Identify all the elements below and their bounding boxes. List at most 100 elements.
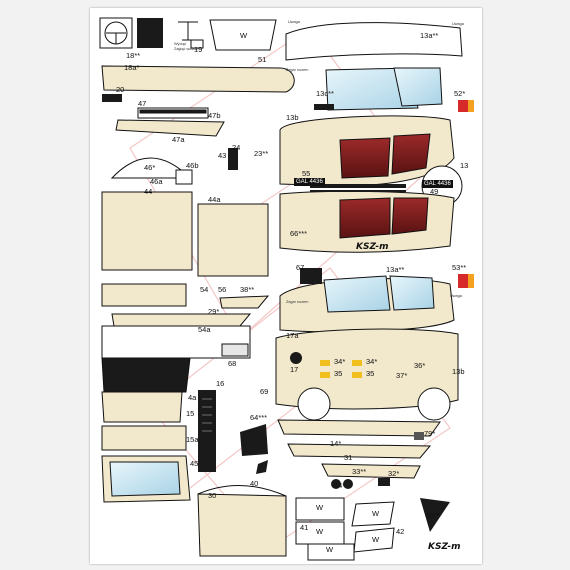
part-label: 17a: [286, 331, 299, 340]
part-label: 35: [334, 369, 343, 378]
part-label: 51: [258, 55, 267, 64]
part-label: 31: [344, 453, 353, 462]
part-label: 53**: [452, 263, 467, 272]
part-33-b: [343, 479, 353, 489]
interior-panel-2: [391, 133, 431, 175]
part-label: 68: [228, 359, 237, 368]
strip-14: [277, 419, 441, 437]
part-label: 24: [232, 143, 241, 152]
part-label: 30: [208, 491, 217, 500]
wheel-arch-mid: [297, 387, 331, 421]
part-56: [219, 295, 270, 309]
part-52b: [468, 100, 474, 112]
note-clear: Uwaga: [450, 294, 462, 298]
stripe-bar: [310, 184, 406, 192]
part-label: 32*: [388, 469, 400, 478]
interior-panel-4: [391, 197, 429, 235]
part-label: 69: [260, 387, 269, 396]
part-label: 16: [216, 379, 225, 388]
part-52: [458, 100, 468, 112]
glass-mark-3: W: [316, 527, 324, 536]
part-label: 14*: [330, 439, 342, 448]
part-label: 13b: [452, 367, 465, 376]
part-35-left: [320, 372, 330, 378]
panel-44a: [197, 203, 269, 277]
dark-panel-part: [137, 18, 163, 48]
part-54a: [101, 325, 251, 359]
part-24: [228, 148, 238, 170]
note-window: Zegar nozem: [286, 68, 309, 72]
part-label: 47: [138, 99, 147, 108]
part-label: 49: [430, 187, 439, 196]
part-label: 18**: [126, 51, 141, 60]
panel-54: [101, 283, 187, 307]
panel-44: [101, 191, 193, 271]
part-17: [290, 352, 302, 364]
part-label: 13a**: [386, 265, 405, 274]
part-label: 43: [218, 151, 227, 160]
part-label: 35: [366, 369, 375, 378]
panel-51: [101, 65, 295, 93]
part-label: 54a: [198, 325, 211, 334]
part-label: 41: [300, 523, 309, 532]
part-label: 17: [290, 365, 299, 374]
part-68: [221, 343, 249, 357]
part-65: [420, 498, 450, 532]
part-label: 20: [116, 85, 125, 94]
part-33-a: [331, 479, 341, 489]
note-top-b: Uwaga: [452, 22, 464, 26]
glass-panels-41: [295, 497, 355, 561]
part-label: 13c**: [316, 89, 334, 98]
part-label: 15: [186, 409, 195, 418]
part-label: 33**: [352, 467, 367, 476]
part-label: 67: [296, 263, 305, 272]
part-label: 34*: [334, 357, 346, 366]
part-20: [102, 94, 122, 102]
parts-layout: [99, 17, 474, 561]
lower-window-1: [323, 275, 391, 313]
part-label: 79*: [424, 429, 436, 438]
strip-14b: [287, 443, 432, 459]
brand-logo-bottom: KSZ-m: [428, 542, 461, 552]
part-label: 65**: [426, 511, 441, 520]
panel-30: [197, 493, 287, 557]
side-windows-top: [325, 67, 443, 111]
part-16-dots: [202, 398, 212, 432]
part-label: 54: [200, 285, 209, 294]
part-53: [458, 274, 468, 288]
part-53b: [468, 274, 474, 288]
glass-mark-6: W: [326, 545, 334, 554]
note-cut-b: Zagiąć wzdłuż: [174, 47, 199, 51]
part-label: 15a: [186, 435, 199, 444]
part-label: 66***: [290, 229, 308, 238]
part-label: 13a**: [420, 31, 439, 40]
part-label: 37*: [396, 371, 408, 380]
part-label: 42: [396, 527, 405, 536]
part-label: 23**: [254, 149, 269, 158]
part-label: 46b: [186, 161, 199, 170]
note-small: Zegar nozem: [286, 300, 309, 304]
plate-right: GAL 4436: [422, 180, 453, 188]
part-label: 52*: [454, 89, 466, 98]
part-label: 34*: [366, 357, 378, 366]
part-label: 44a: [208, 195, 221, 204]
strip-31: [321, 463, 421, 479]
glass-mark-1: W: [240, 31, 248, 40]
w-panel: [209, 19, 277, 51]
windshield-glass: [109, 461, 181, 497]
part-label: 40: [250, 479, 259, 488]
lower-window-2: [389, 275, 435, 311]
seat-64: [240, 424, 268, 456]
part-29: [111, 313, 252, 327]
front-face-15: [101, 391, 183, 423]
part-label: 64***: [250, 413, 268, 422]
brand-logo-mid: KSZ-m: [356, 242, 389, 252]
part-46b: [175, 169, 193, 185]
panel-40-curve: [197, 485, 287, 497]
part-label: 55: [302, 169, 311, 178]
part-34-right: [352, 360, 362, 366]
part-label: 29*: [208, 307, 220, 316]
steering-wheel-part: [99, 17, 133, 49]
glass-mark-5: W: [372, 535, 380, 544]
part-67: [300, 268, 322, 284]
